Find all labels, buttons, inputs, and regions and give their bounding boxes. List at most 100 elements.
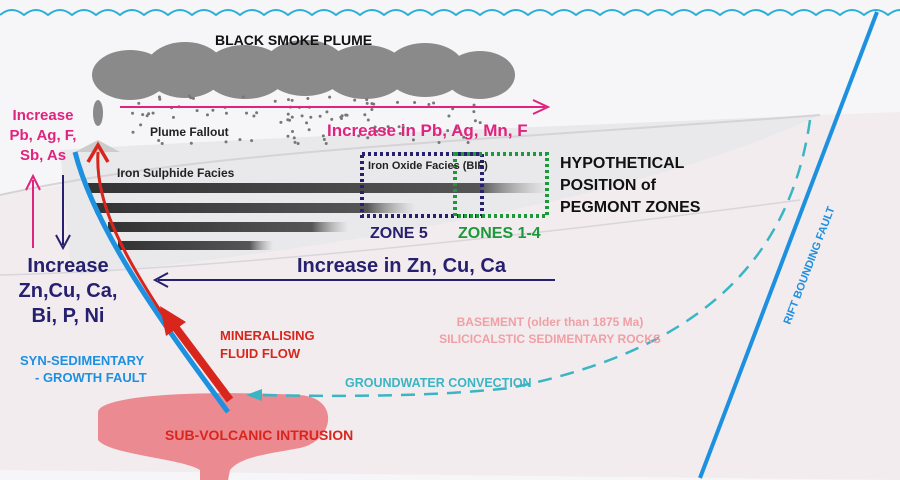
zone-5-box xyxy=(360,152,484,218)
iron-sulphide-bands xyxy=(88,183,548,250)
fallout-label: Plume Fallout xyxy=(150,125,229,139)
fallout-dot xyxy=(305,121,309,125)
increase-mid-label: Increase in Zn, Cu, Ca xyxy=(297,255,507,277)
text-line: Bi, P, Ni xyxy=(32,305,105,327)
fallout-dot xyxy=(300,114,304,118)
text-line: - GROWTH FAULT xyxy=(35,370,147,385)
fallout-dot xyxy=(373,125,377,129)
fallout-dot xyxy=(446,129,450,133)
fallout-dot xyxy=(328,95,332,99)
text-line: SILICICALSTIC SEDIMENTARY ROCKS xyxy=(439,332,661,346)
rift-bounding-fault-line xyxy=(698,11,879,479)
fallout-dot xyxy=(478,121,482,125)
iron-oxide-label: Iron Oxide Facies (BIF) xyxy=(368,160,488,172)
fallout-dot xyxy=(245,111,249,115)
zone-5-label: ZONE 5 xyxy=(370,225,428,242)
fallout-dot xyxy=(279,120,283,124)
fallout-dot xyxy=(454,127,458,131)
fallout-dot xyxy=(286,118,290,122)
groundwater-label: GROUNDWATER CONVECTION xyxy=(345,376,532,390)
fallout-dot xyxy=(157,138,161,142)
fallout-dot xyxy=(131,130,135,134)
fallout-dot xyxy=(344,113,348,117)
text-line: BASEMENT (older than 1875 Ma) xyxy=(457,315,644,329)
fallout-dot xyxy=(383,127,387,131)
text-line: SYN-SEDIMENTARY xyxy=(20,353,145,368)
mineralising-label: MINERALISING FLUID FLOW xyxy=(220,328,315,361)
fallout-dot xyxy=(472,110,476,114)
fallout-dot xyxy=(432,101,436,105)
fallout-dot xyxy=(386,125,390,129)
fallout-dot xyxy=(131,111,135,115)
fallout-dot xyxy=(372,102,376,106)
mineralising-fluid-arrow xyxy=(166,317,234,403)
fallout-dot xyxy=(139,123,143,127)
fallout-dot xyxy=(357,134,361,138)
fallout-dot xyxy=(472,103,476,107)
plume-label: BLACK SMOKE PLUME xyxy=(215,32,372,48)
fallout-dot xyxy=(293,140,297,144)
fallout-dot xyxy=(224,111,228,115)
fallout-dot xyxy=(187,94,191,98)
increase-top-label: Increase in Pb, Ag, Mn, F xyxy=(327,121,528,140)
fallout-dot xyxy=(252,114,256,118)
fallout-dot xyxy=(307,128,311,132)
fallout-dot xyxy=(413,101,417,105)
fallout-dot xyxy=(195,109,199,113)
fallout-dot xyxy=(157,95,161,99)
left-increase-zn-label: Increase Zn,Cu, Ca, Bi, P, Ni xyxy=(19,255,118,327)
sediment-layer xyxy=(60,115,820,275)
fallout-dot xyxy=(330,117,334,121)
basement-label: BASEMENT (older than 1875 Ma) SILICICALS… xyxy=(439,315,661,346)
fallout-dot xyxy=(437,140,441,144)
fallout-dot xyxy=(290,98,294,102)
fallout-dot xyxy=(447,114,451,118)
zones-1-4-label: ZONES 1-4 xyxy=(458,225,541,242)
growth-fault-label: SYN-SEDIMENTARY - GROWTH FAULT xyxy=(20,353,147,385)
fallout-dot xyxy=(250,139,254,143)
text-line: HYPOTHETICAL xyxy=(560,155,685,172)
fallout-dot xyxy=(309,115,313,119)
fallout-dot xyxy=(462,135,466,139)
fallout-dot xyxy=(137,101,141,105)
fallout-dot xyxy=(473,119,477,123)
fallout-dot xyxy=(211,108,215,112)
fallout-dot xyxy=(291,129,295,133)
fallout-dot xyxy=(339,117,343,121)
text-line: Sb, As xyxy=(20,147,66,164)
fallout-dot xyxy=(306,96,310,100)
fallout-dot xyxy=(286,98,290,102)
hypothetical-position-label: HYPOTHETICAL POSITION of PEGMONT ZONES xyxy=(560,155,701,216)
fallout-dot xyxy=(363,113,367,117)
fallout-dot xyxy=(296,142,300,146)
fallout-dot xyxy=(224,140,228,144)
left-increase-pb-label: Increase Pb, Ag, F, Sb, As xyxy=(10,107,77,164)
text-line: MINERALISING xyxy=(220,328,315,343)
fallout-dot xyxy=(145,114,149,118)
fallout-dot xyxy=(370,107,374,111)
sub-volcanic-intrusion xyxy=(98,393,329,480)
text-line: Increase xyxy=(27,255,108,277)
fallout-dot xyxy=(366,118,370,122)
intrusion-label: SUB-VOLCANIC INTRUSION xyxy=(165,427,353,443)
fallout-dot xyxy=(365,101,369,105)
text-line: POSITION of xyxy=(560,177,657,194)
fallout-dot xyxy=(466,141,470,145)
iron-sulphide-label: Iron Sulphide Facies xyxy=(117,166,235,180)
fallout-dot xyxy=(395,100,399,104)
fallout-dot xyxy=(171,115,175,119)
zones-1-4-box xyxy=(453,152,549,218)
fallout-dot xyxy=(189,141,193,145)
fallout-dot xyxy=(322,137,326,141)
fallout-dot xyxy=(151,111,155,115)
fallout-dot xyxy=(273,99,277,103)
text-line: Pb, Ag, F, xyxy=(10,127,77,144)
fallout-dot xyxy=(397,125,401,129)
fallout-dot xyxy=(290,115,294,119)
fallout-dot xyxy=(238,138,242,142)
black-smoke-plume xyxy=(92,40,515,126)
fallout-dot xyxy=(286,112,290,116)
fallout-dot xyxy=(147,112,151,116)
